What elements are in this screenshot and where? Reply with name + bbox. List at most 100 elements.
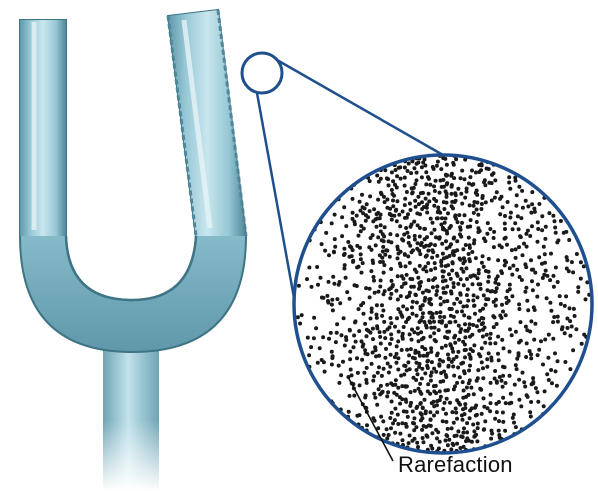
air-particle [441, 286, 445, 290]
air-particle [461, 270, 465, 274]
air-particle [542, 245, 546, 249]
air-particle [439, 223, 443, 227]
air-particle [416, 161, 420, 165]
air-particle [432, 197, 436, 201]
air-particle [501, 205, 505, 209]
air-particle [520, 189, 524, 193]
air-particle [432, 404, 436, 408]
air-particle [508, 287, 512, 291]
air-particle [452, 253, 456, 257]
air-particle [424, 170, 428, 174]
air-particle [441, 275, 445, 279]
air-particle [567, 238, 571, 242]
air-particle [457, 401, 461, 405]
air-particle [502, 346, 506, 350]
air-particle [396, 274, 400, 278]
air-particle [377, 180, 381, 184]
air-particle [553, 226, 557, 230]
air-particle [439, 260, 443, 264]
air-particle [407, 162, 411, 166]
air-particle [534, 386, 538, 390]
air-particle [420, 165, 424, 169]
air-particle [430, 256, 434, 260]
air-particle [448, 401, 452, 405]
air-particle [439, 302, 443, 306]
air-particle [551, 337, 555, 341]
air-particle [310, 285, 314, 289]
air-particle [386, 390, 390, 394]
air-particle [409, 171, 413, 175]
air-particle [368, 209, 372, 213]
air-particle [443, 389, 447, 393]
air-particle [361, 261, 365, 265]
air-particle [461, 396, 465, 400]
air-particle [467, 257, 471, 261]
air-particle [465, 304, 469, 308]
air-particle [395, 174, 399, 178]
air-particle [330, 363, 334, 367]
air-particle [541, 363, 545, 367]
air-particle [441, 279, 445, 283]
air-particle [504, 296, 508, 300]
air-particle [462, 313, 466, 317]
air-particle [523, 290, 527, 294]
air-particle [362, 312, 366, 316]
air-particle [422, 320, 426, 324]
air-particle [403, 252, 407, 256]
air-particle [364, 286, 368, 290]
air-particle [375, 403, 379, 407]
air-particle [382, 330, 386, 334]
air-particle [418, 402, 422, 406]
air-particle [405, 273, 409, 277]
air-particle [526, 204, 530, 208]
air-particle [375, 324, 379, 328]
air-particle [433, 266, 437, 270]
air-particle [467, 252, 471, 256]
air-particle [498, 375, 502, 379]
air-particle [431, 285, 435, 289]
air-particle [355, 356, 359, 360]
air-particle [448, 226, 452, 230]
air-particle [533, 210, 537, 214]
air-particle [571, 348, 575, 352]
magnifier-connector-top [277, 60, 443, 155]
air-particle [364, 213, 368, 217]
air-particle [433, 261, 437, 265]
air-particle [344, 276, 348, 280]
air-particle [421, 406, 425, 410]
air-particle [442, 207, 446, 211]
air-particle [525, 328, 529, 332]
air-particle [476, 276, 480, 280]
air-particle [394, 289, 398, 293]
air-particle [332, 250, 336, 254]
air-particle [383, 225, 387, 229]
air-particle [297, 284, 301, 288]
air-particle [337, 364, 341, 368]
air-particle [413, 268, 417, 272]
air-particle [380, 314, 384, 318]
air-particle [548, 301, 552, 305]
air-particle [394, 378, 398, 382]
air-particle [486, 297, 490, 301]
air-particle [542, 404, 546, 408]
air-particle [372, 207, 376, 211]
air-particle [466, 299, 470, 303]
air-particle [423, 371, 427, 375]
air-particle [496, 274, 500, 278]
air-particle [445, 246, 449, 250]
air-particle [375, 225, 379, 229]
air-particle [344, 224, 348, 228]
air-particle [374, 217, 378, 221]
air-particle [427, 192, 431, 196]
air-particle [537, 255, 541, 259]
air-particle [536, 240, 540, 244]
air-particle [413, 182, 417, 186]
air-particle [451, 261, 455, 265]
air-particle [342, 205, 346, 209]
air-particle [395, 233, 399, 237]
air-particle [300, 313, 304, 317]
air-particle [492, 300, 496, 304]
air-particle [528, 234, 532, 238]
air-particle [568, 367, 572, 371]
air-particle [381, 419, 385, 423]
